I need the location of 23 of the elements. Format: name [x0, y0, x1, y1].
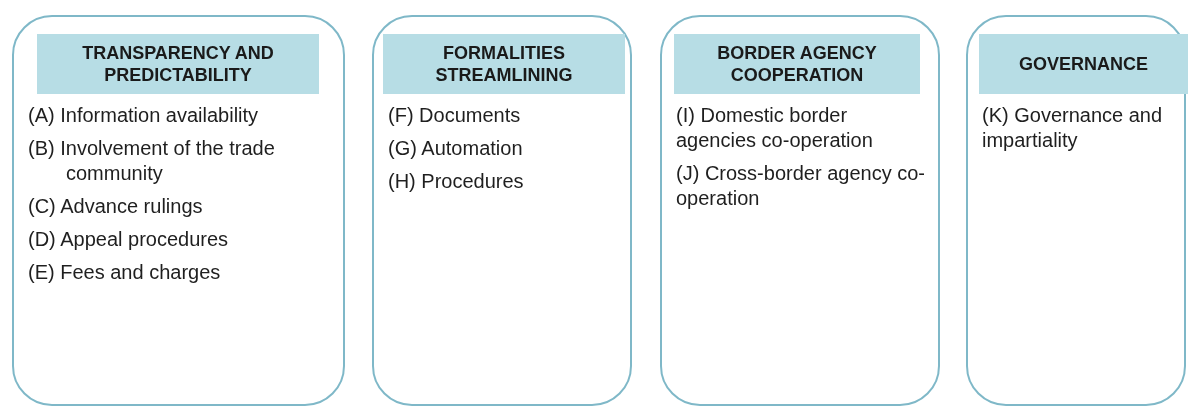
category-panel — [660, 15, 940, 406]
category-panel — [966, 15, 1186, 406]
measure-item: (B) Involvement of the trade community — [28, 136, 276, 186]
measure-item: (H) Procedures — [388, 169, 525, 194]
measure-item: (I) Domestic border agencies co-operation — [676, 103, 874, 153]
category-title: BORDER AGENCY COOPERATION — [716, 41, 878, 87]
measure-item: (F) Documents — [388, 103, 522, 128]
measure-item: (C) Advance rulings — [28, 194, 204, 219]
measure-item: (K) Governance and impartiality — [982, 103, 1164, 153]
measure-item: (G) Automation — [388, 136, 524, 161]
measure-item: (D) Appeal procedures — [28, 227, 230, 252]
measure-item: (A) Information availability — [28, 103, 260, 128]
category-title: FORMALITIES STREAMLINING — [434, 41, 574, 87]
category-header — [383, 34, 625, 94]
category-header — [674, 34, 920, 94]
measure-item: (E) Fees and charges — [28, 260, 222, 285]
category-header — [979, 34, 1188, 94]
category-panel — [372, 15, 632, 406]
category-title: GOVERNANCE — [1019, 52, 1148, 76]
category-header — [37, 34, 319, 94]
measure-item: (J) Cross-border agency co-operation — [676, 161, 926, 211]
category-panel — [12, 15, 345, 406]
category-title: TRANSPARENCY AND PREDICTABILITY — [81, 41, 275, 87]
